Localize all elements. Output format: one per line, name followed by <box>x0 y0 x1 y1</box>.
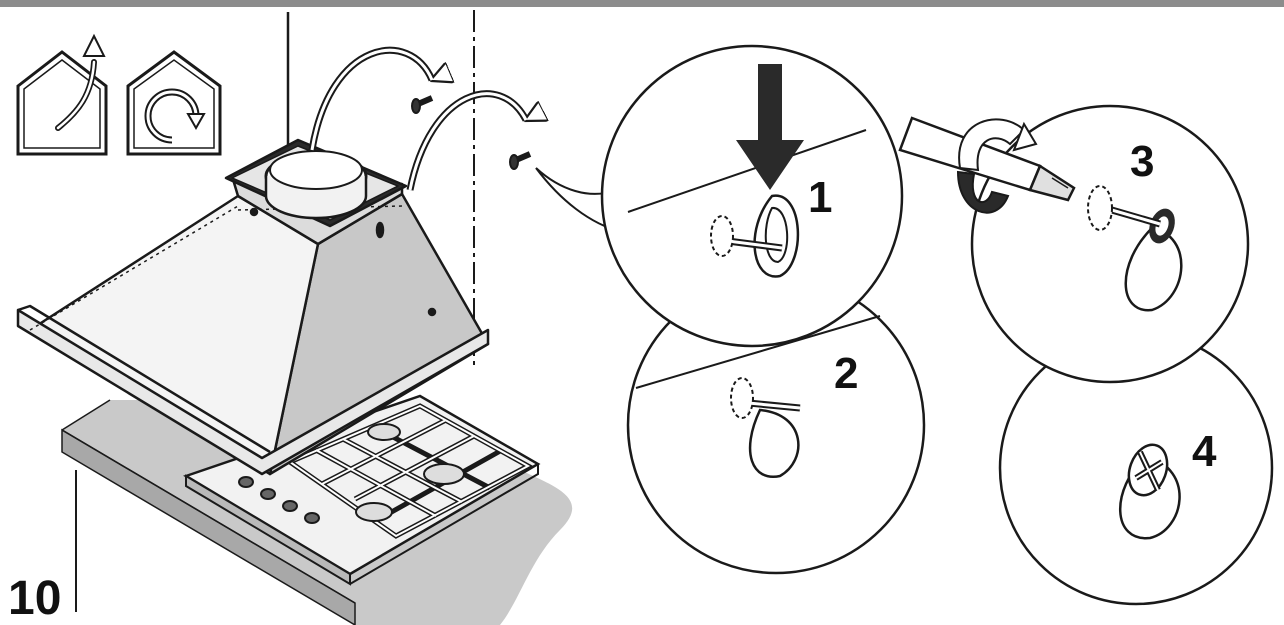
detail-circle-2: 2 <box>626 275 926 575</box>
recirculation-house-icon <box>126 50 222 156</box>
top-border-bar <box>0 0 1284 7</box>
screw-icon <box>411 95 434 114</box>
detail-label-1: 1 <box>808 173 832 222</box>
screw-icon <box>509 151 532 170</box>
detail-label-2: 2 <box>834 349 858 398</box>
detail-circle-3: 3 <box>970 104 1250 384</box>
gas-hob <box>183 394 541 586</box>
step-number: 10 <box>8 572 61 625</box>
external-venting-house-icon <box>16 33 108 156</box>
rotate-arrow-icon <box>956 118 1038 214</box>
detail-label-3: 3 <box>1130 137 1154 186</box>
detail-label-4: 4 <box>1192 427 1217 476</box>
detail-circle-1: 1 <box>600 44 904 348</box>
down-arrow-icon <box>736 64 804 190</box>
cooker-hood <box>16 138 490 476</box>
